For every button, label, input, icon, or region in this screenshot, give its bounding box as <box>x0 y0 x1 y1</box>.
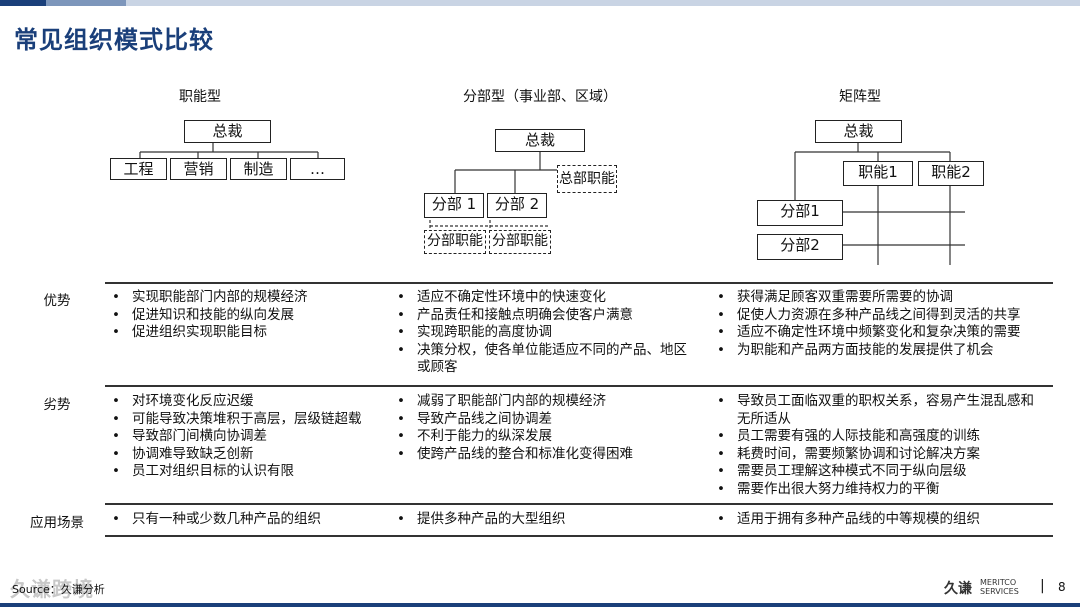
matrix-function-1-box: 职能1 <box>843 161 913 186</box>
use-case-functional-cell: 只有一种或少数几种产品的组织 <box>110 511 395 529</box>
watermark: 久谦跨境 <box>10 577 94 601</box>
list-item: 获得满足顾客双重需要所需要的协调 <box>715 289 1060 307</box>
bottom-accent-bar <box>0 603 1080 607</box>
column-header-functional: 职能型 <box>179 89 221 105</box>
list-item: 为职能和产品两方面技能的发展提供了机会 <box>715 342 1060 360</box>
row-label-use-cases: 应用场景 <box>30 515 84 531</box>
disadvantages-divisional-cell: 减弱了职能部门内部的规模经济 导致产品线之间协调差 不利于能力的纵深发展 使跨产… <box>395 393 695 463</box>
list-item: 促使人力资源在多种产品线之间得到灵活的共享 <box>715 307 1060 325</box>
list-item: 导致员工面临双重的职权关系，容易产生混乱感和无所适从 <box>715 393 1035 428</box>
list-item: 耗费时间，需要频繁协调和讨论解决方案 <box>715 446 1035 464</box>
divisional-ceo-box: 总裁 <box>495 129 585 152</box>
brand-logo: 久谦 <box>944 581 972 597</box>
list-item: 员工对组织目标的认识有限 <box>110 463 395 481</box>
matrix-division-1-box: 分部1 <box>757 200 843 226</box>
logo-sub-line: SERVICES <box>980 587 1019 596</box>
row-divider <box>105 385 1053 387</box>
list-item: 提供多种产品的大型组织 <box>395 511 695 529</box>
top-bar-light <box>126 0 1080 6</box>
source-note: Source：久谦分析 <box>12 583 105 596</box>
list-item: 实现职能部门内部的规模经济 <box>110 289 390 307</box>
list-item: 导致部门间横向协调差 <box>110 428 395 446</box>
list-item: 可能导致决策堆积于高层，层级链超载 <box>110 411 395 429</box>
advantages-functional-cell: 实现职能部门内部的规模经济 促进知识和技能的纵向发展 促进组织实现职能目标 <box>110 289 390 342</box>
list-item: 实现跨职能的高度协调 <box>395 324 695 342</box>
row-label-disadvantages: 劣势 <box>43 397 71 413</box>
disadvantages-functional-cell: 对环境变化反应迟缓 可能导致决策堆积于高层，层级链超载 导致部门间横向协调差 协… <box>110 393 395 481</box>
list-item: 促进组织实现职能目标 <box>110 324 390 342</box>
functional-manufacturing-box: 制造 <box>230 158 287 180</box>
list-item: 不利于能力的纵深发展 <box>395 428 695 446</box>
list-item: 需要员工理解这种模式不同于纵向层级 <box>715 463 1035 481</box>
row-divider <box>105 535 1053 537</box>
row-label-advantages: 优势 <box>43 293 71 309</box>
page-title: 常见组织模式比较 <box>14 26 214 54</box>
matrix-division-2-box: 分部2 <box>757 234 843 260</box>
list-item: 对环境变化反应迟缓 <box>110 393 395 411</box>
division-2-box: 分部 2 <box>487 193 547 218</box>
advantages-divisional-cell: 适应不确定性环境中的快速变化 产品责任和接触点明确会使客户满意 实现跨职能的高度… <box>395 289 695 377</box>
list-item: 产品责任和接触点明确会使客户满意 <box>395 307 695 325</box>
list-item: 只有一种或少数几种产品的组织 <box>110 511 395 529</box>
list-item: 适应不确定性环境中频繁变化和复杂决策的需要 <box>715 324 1060 342</box>
top-bar-mid <box>46 0 126 6</box>
division-function-2-box: 分部职能 <box>489 230 551 254</box>
page-number: 8 <box>1058 580 1066 594</box>
use-case-divisional-cell: 提供多种产品的大型组织 <box>395 511 695 529</box>
list-item: 导致产品线之间协调差 <box>395 411 695 429</box>
logo-sub-line: MERITCO <box>980 578 1017 587</box>
hq-function-box: 总部职能 <box>557 165 617 193</box>
column-header-divisional: 分部型（事业部、区域） <box>463 89 617 105</box>
top-accent-bar <box>0 0 1080 6</box>
functional-more-box: … <box>290 158 345 180</box>
list-item: 促进知识和技能的纵向发展 <box>110 307 390 325</box>
row-divider <box>105 503 1053 505</box>
list-item: 决策分权，使各单位能适应不同的产品、地区或顾客 <box>395 342 687 377</box>
list-item: 适应不确定性环境中的快速变化 <box>395 289 695 307</box>
advantages-matrix-cell: 获得满足顾客双重需要所需要的协调 促使人力资源在多种产品线之间得到灵活的共享 适… <box>715 289 1060 359</box>
row-divider <box>105 282 1053 284</box>
top-bar-dark <box>0 0 46 6</box>
functional-ceo-box: 总裁 <box>184 120 271 143</box>
list-item: 使跨产品线的整合和标准化变得困难 <box>395 446 695 464</box>
division-1-box: 分部 1 <box>424 193 484 218</box>
functional-marketing-box: 营销 <box>170 158 227 180</box>
division-function-1-box: 分部职能 <box>424 230 486 254</box>
brand-logo-sub: MERITCO SERVICES <box>980 578 1019 596</box>
matrix-ceo-box: 总裁 <box>815 120 902 143</box>
list-item: 员工需要有强的人际技能和高强度的训练 <box>715 428 1035 446</box>
list-item: 适用于拥有多种产品线的中等规模的组织 <box>715 511 1060 529</box>
use-case-matrix-cell: 适用于拥有多种产品线的中等规模的组织 <box>715 511 1060 529</box>
list-item: 减弱了职能部门内部的规模经济 <box>395 393 695 411</box>
list-item: 需要作出很大努力维持权力的平衡 <box>715 481 1035 499</box>
functional-engineering-box: 工程 <box>110 158 167 180</box>
disadvantages-matrix-cell: 导致员工面临双重的职权关系，容易产生混乱感和无所适从 员工需要有强的人际技能和高… <box>715 393 1035 499</box>
matrix-function-2-box: 职能2 <box>918 161 984 186</box>
list-item: 协调难导致缺乏创新 <box>110 446 395 464</box>
page-separator: | <box>1040 578 1045 594</box>
column-header-matrix: 矩阵型 <box>839 89 881 105</box>
org-connectors <box>139 143 965 265</box>
